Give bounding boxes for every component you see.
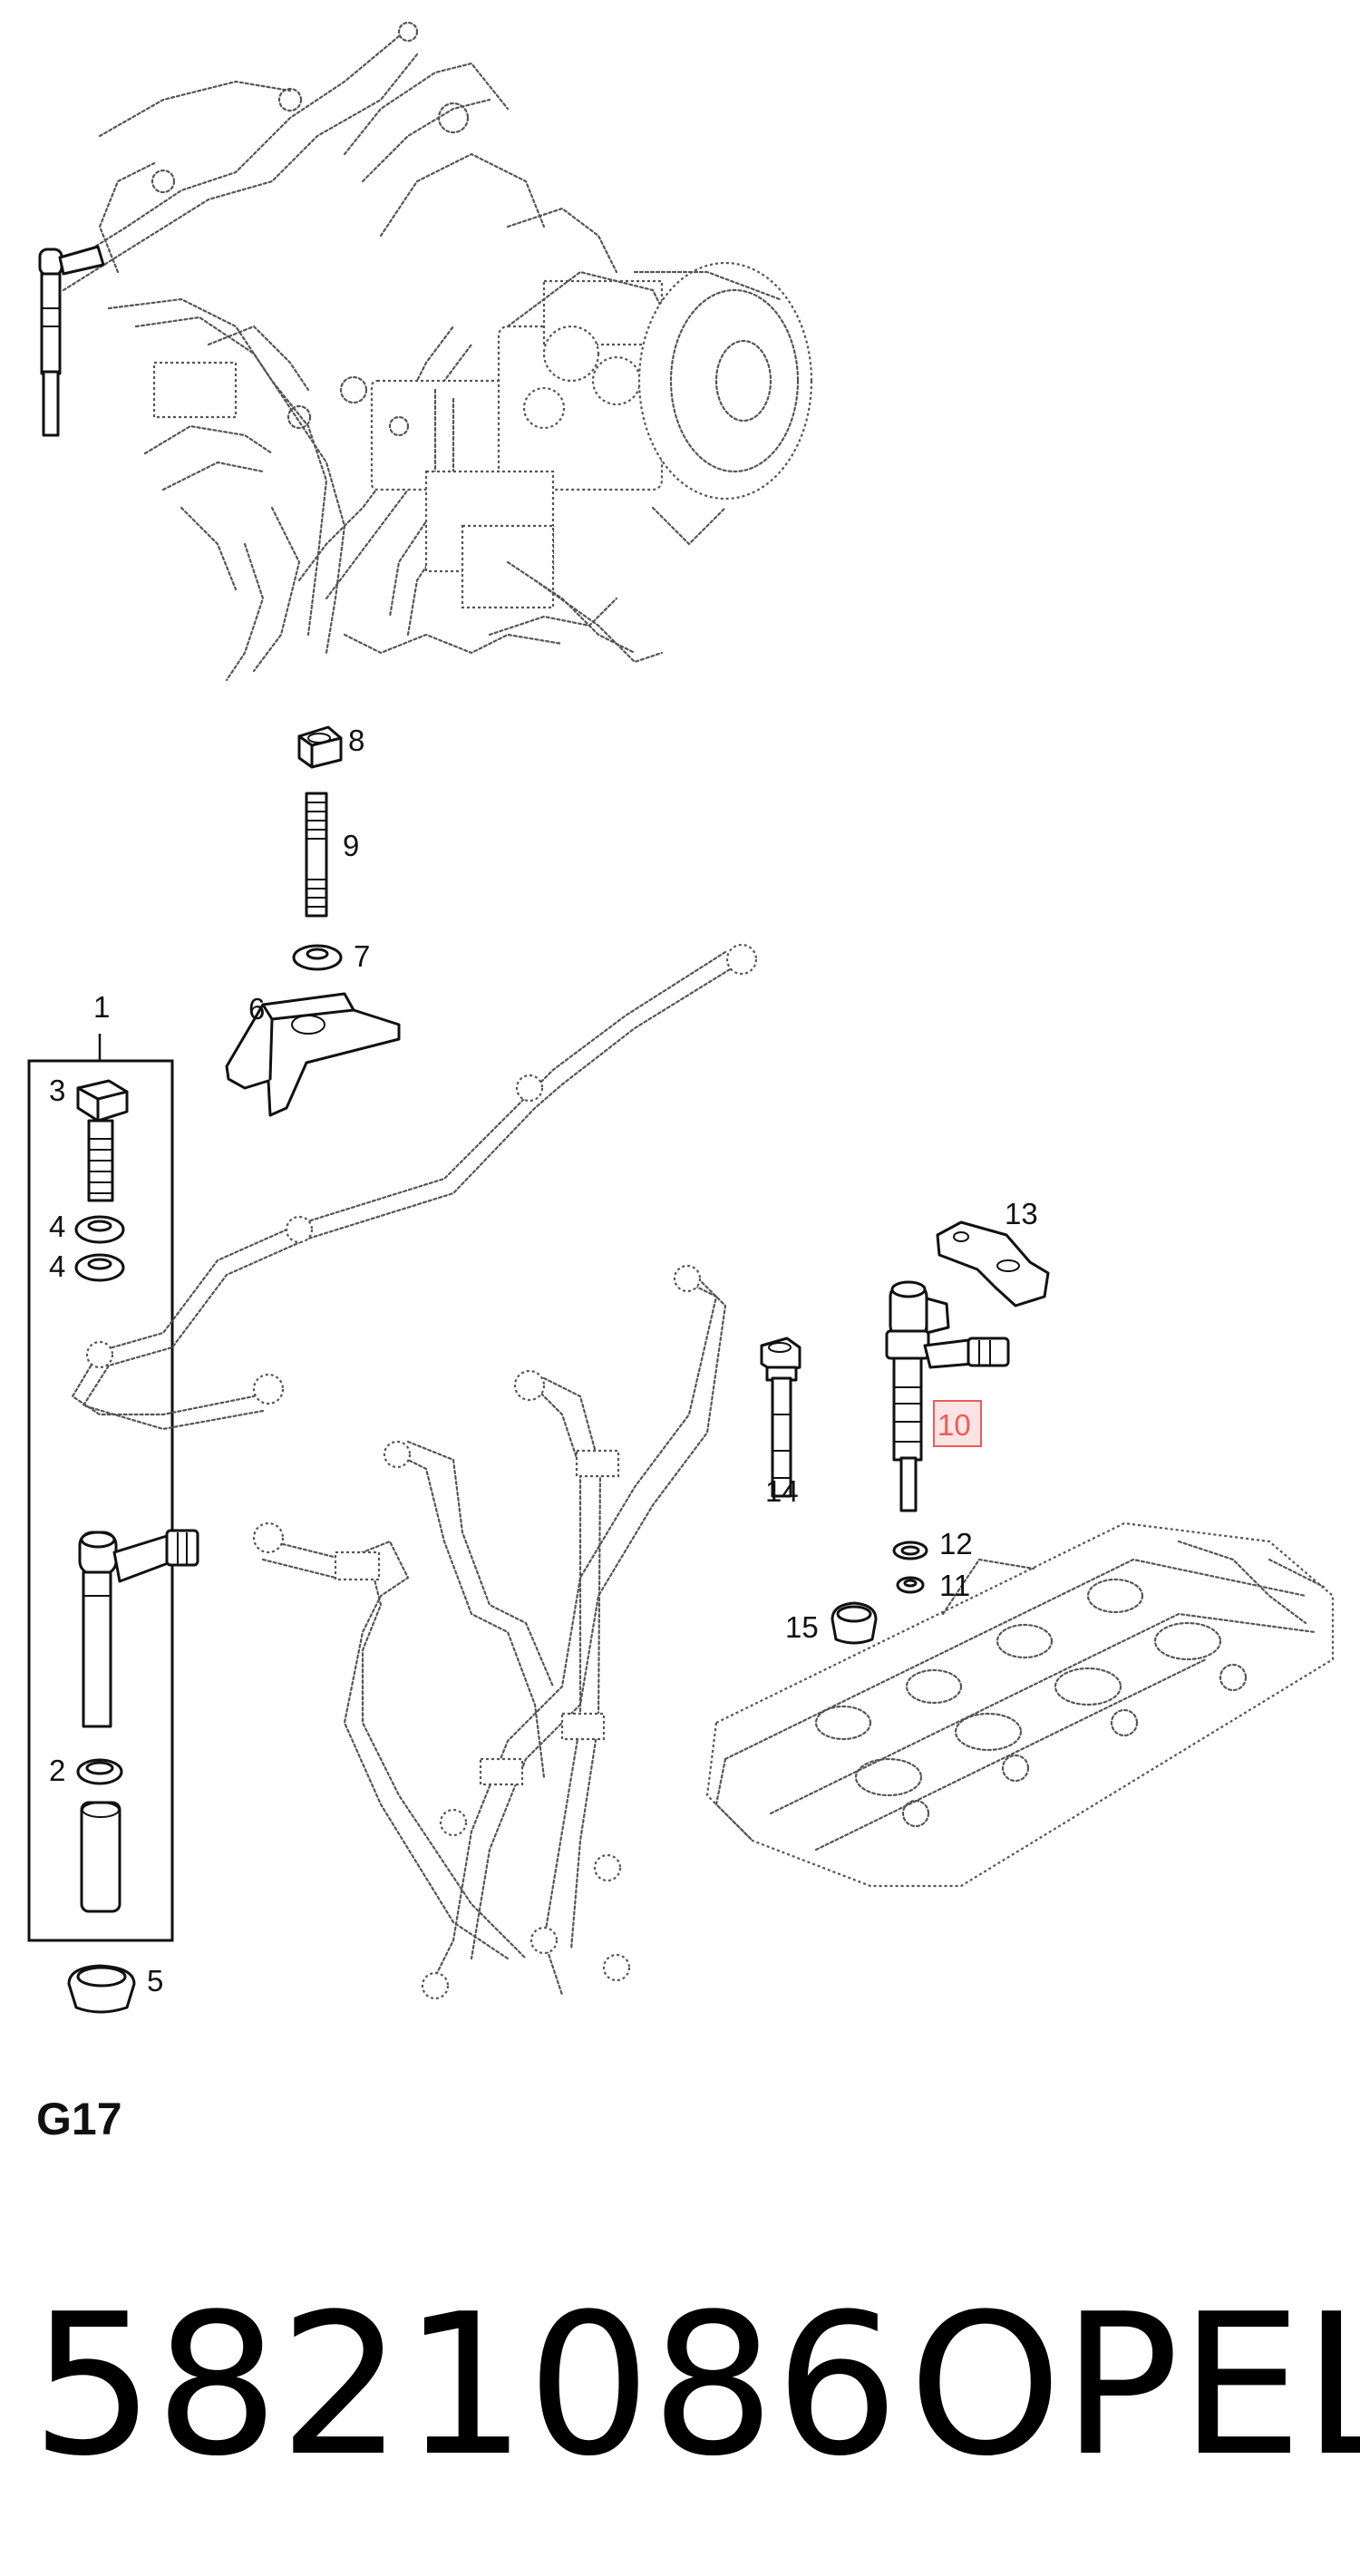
callout-10[interactable]: 10 [937,1408,971,1442]
callout-4-lower: 4 [49,1249,65,1283]
callout-4-upper: 4 [49,1210,65,1243]
seal-part-2 [76,1758,123,1785]
injector-engine-detail [38,245,105,437]
callout-15: 15 [785,1610,819,1644]
clamp-part-13 [936,1220,1050,1307]
bolt-part-3 [76,1079,129,1202]
callout-8: 8 [348,724,364,757]
nut-part-8 [297,725,343,769]
callout-7: 7 [354,939,370,973]
fuel-lines-center [252,1264,727,2000]
cylinder-head [705,1521,1335,1888]
callout-1: 1 [93,990,110,1024]
sleeve-kit [80,1801,121,1913]
oring-part-12 [892,1541,928,1560]
cap-part-5 [67,1964,136,2014]
group-code: G17 [36,2094,122,2144]
bolt-part-14 [760,1337,801,1498]
washer-part-7 [292,944,343,971]
callout-11: 11 [939,1569,970,1602]
engine-assembly [53,21,813,682]
callout-13: 13 [1005,1197,1038,1230]
washer-part-4-lower [74,1253,125,1282]
callout-9: 9 [343,829,359,862]
callout-6: 6 [248,992,265,1026]
callout-3: 3 [49,1074,65,1107]
washer-part-4-upper [74,1215,125,1244]
callout-5: 5 [147,1964,163,1998]
injector-part-10[interactable] [885,1280,1010,1512]
fuel-line-left [71,943,758,1431]
callout-2: 2 [49,1754,65,1787]
brand-name: OPEL [908,2271,1360,2499]
callout-12: 12 [939,1527,973,1560]
injector-kit [78,1529,199,1728]
callout-10-highlight-box [933,1400,982,1447]
callout-14: 14 [765,1474,799,1508]
cap-part-15 [831,1601,878,1645]
stud-part-9 [305,792,328,918]
part-number: 5821086 [31,2271,899,2499]
clamp-part-6 [225,992,401,1117]
washer-part-11 [896,1576,925,1594]
